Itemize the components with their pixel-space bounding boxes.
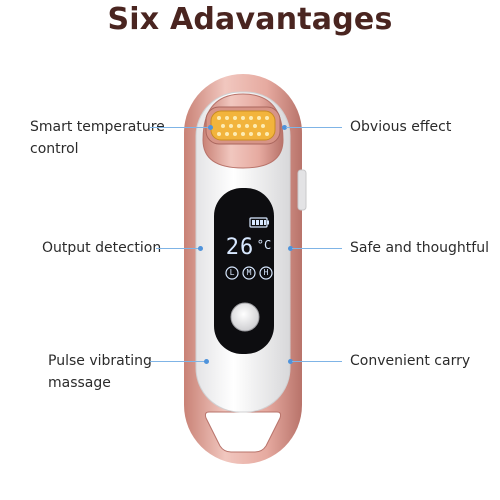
- mode-mid-label: M: [246, 268, 252, 277]
- leader-line-convenient-carry: [292, 361, 342, 362]
- lcd-screen: [214, 188, 274, 354]
- label-output-detection-text: Output detection: [42, 240, 162, 256]
- mode-high-label: H: [263, 268, 269, 277]
- temperature-readout: 26: [222, 235, 258, 261]
- leader-dot-convenient-carry: [288, 359, 293, 364]
- temperature-value: 26: [225, 235, 255, 260]
- leader-line-smart-temperature: [150, 127, 210, 128]
- label-pulse-vibrating: Pulse vibrating massage: [48, 350, 168, 394]
- leader-line-safe-thoughtful: [292, 248, 342, 249]
- device-head: [202, 93, 284, 169]
- label-pulse-vibrating-text: Pulse vibrating massage: [48, 353, 152, 391]
- label-output-detection: Output detection: [42, 237, 172, 259]
- label-obvious-effect-text: Obvious effect: [350, 119, 452, 135]
- led-array: [217, 116, 269, 136]
- leader-dot-pulse-vibrating: [204, 359, 209, 364]
- mode-low-label: L: [229, 268, 235, 277]
- leader-dot-smart-temperature: [208, 125, 213, 130]
- leader-dot-output-detection: [198, 246, 203, 251]
- label-safe-thoughtful-text: Safe and thoughtful: [350, 240, 489, 256]
- leader-dot-safe-thoughtful: [288, 246, 293, 251]
- mode-indicators: [225, 266, 273, 280]
- label-smart-temperature-text: Smart temperature control: [30, 119, 165, 157]
- side-bump: [297, 169, 307, 211]
- label-smart-temperature: Smart temperature control: [30, 116, 170, 160]
- label-obvious-effect: Obvious effect: [350, 116, 490, 138]
- label-safe-thoughtful: Safe and thoughtful: [350, 237, 495, 259]
- leader-line-pulse-vibrating: [150, 361, 206, 362]
- leader-line-obvious-effect: [286, 127, 342, 128]
- page-title: Six Adavantages: [107, 2, 393, 37]
- label-convenient-carry-text: Convenient carry: [350, 353, 471, 369]
- label-convenient-carry: Convenient carry: [350, 350, 490, 372]
- leader-dot-obvious-effect: [282, 125, 287, 130]
- leader-line-output-detection: [156, 248, 200, 249]
- temperature-unit: °C: [256, 238, 272, 252]
- power-button: [230, 302, 260, 332]
- battery-icon: [249, 217, 269, 228]
